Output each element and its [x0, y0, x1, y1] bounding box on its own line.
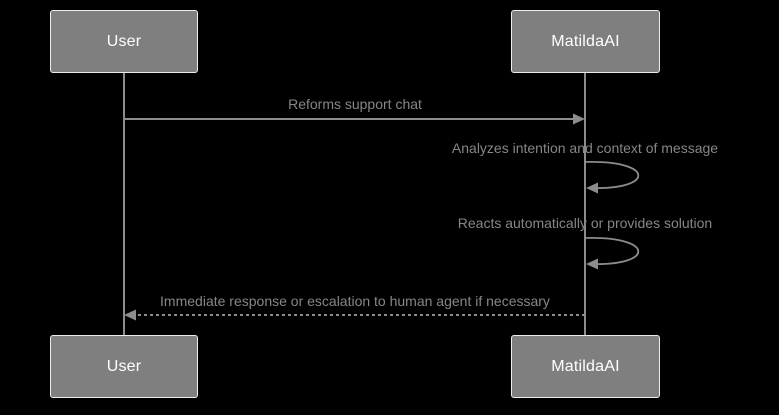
- actor-box-matildaai-bottom: MatildaAI: [511, 335, 660, 398]
- self-loop-1-arc: [584, 161, 640, 189]
- actor-box-user-bottom: User: [50, 335, 198, 398]
- actor-label-matildaai-top: MatildaAI: [551, 32, 620, 50]
- actor-label-matildaai-bottom: MatildaAI: [551, 357, 620, 375]
- message-1-arrowhead-icon: [573, 113, 585, 125]
- self-loop-1-arrowhead-icon: [586, 182, 598, 194]
- self-loop-2-arrowhead-icon: [586, 258, 598, 270]
- message-4-label: Immediate response or escalation to huma…: [160, 293, 550, 309]
- message-1-label: Reforms support chat: [288, 96, 422, 112]
- actor-box-user-top: User: [50, 10, 198, 73]
- message-4-arrowhead-icon: [124, 309, 136, 321]
- actor-box-matildaai-top: MatildaAI: [511, 10, 660, 73]
- actor-label-user-bottom: User: [106, 357, 142, 375]
- message-2-label: Analyzes intention and context of messag…: [451, 140, 719, 156]
- actor-label-user-top: User: [106, 32, 142, 50]
- self-loop-2-arc: [584, 237, 640, 265]
- message-3-label: Reacts automatically or provides solutio…: [457, 215, 713, 231]
